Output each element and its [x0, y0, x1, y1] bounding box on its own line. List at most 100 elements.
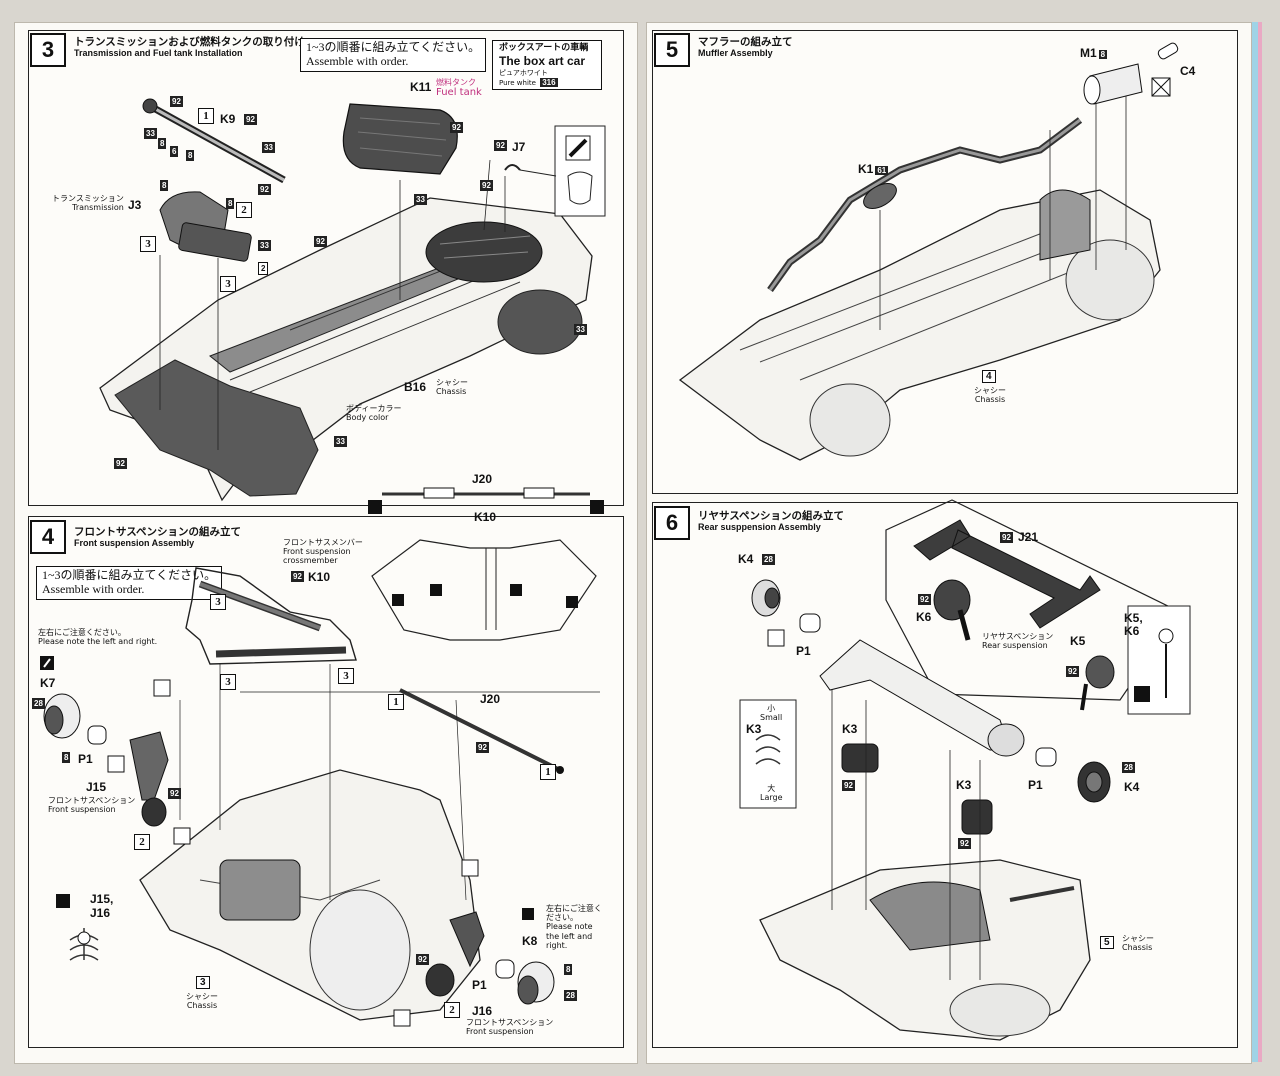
- step6-chassis-label: シャシー Chassis: [1122, 934, 1154, 952]
- step4-j20b-label: J20: [480, 692, 501, 706]
- step5-chassis-ref: 4: [982, 370, 996, 383]
- step6-k4b-label: K4: [1124, 780, 1140, 794]
- step3-title-jp: トランスミッションおよび燃料タンクの取り付け: [74, 36, 305, 48]
- step4-j15-label: J15: [86, 780, 107, 794]
- c4-pipe: [1157, 42, 1179, 60]
- step4-chassis-label: シャシー Chassis: [186, 992, 218, 1010]
- step3-code: 92: [480, 180, 493, 191]
- step4-ref-1a: 1: [388, 694, 404, 710]
- step4-k8-label: K8: [522, 934, 538, 948]
- step4-ref-1b: 1: [540, 764, 556, 780]
- step4-ref-2b: 2: [444, 1002, 460, 1018]
- boxart-color-row: Pure white 316: [499, 78, 595, 88]
- step3-code: 92: [450, 122, 463, 133]
- frontsusp-en: Front suspension: [48, 805, 116, 815]
- step6-k3a-label: K3: [746, 722, 762, 736]
- step6-code: 28: [762, 554, 775, 565]
- step6-k4a-label: K4: [738, 552, 754, 566]
- boxart-color-jp: ピュアホワイト: [499, 69, 548, 78]
- spring-large-label: 大 Large: [760, 784, 783, 802]
- step3-code: 33: [574, 324, 587, 335]
- j15-detail-icon: [56, 894, 70, 908]
- step3-fueltank-label: K11: [410, 80, 432, 94]
- step3-code: 92: [258, 184, 271, 195]
- step4-ref-3a: 3: [210, 594, 226, 610]
- j21-detail-frame: [885, 499, 1181, 701]
- step4-code: 8: [62, 752, 71, 763]
- step3-j3-label: J3: [128, 198, 142, 212]
- step3-fueltank-desc: 燃料タンク Fuel tank: [436, 78, 482, 99]
- step6-title-en: Rear susppension Assembly: [698, 522, 821, 532]
- step3-code: 33: [258, 240, 271, 251]
- step4-k10-label: K10: [308, 570, 331, 584]
- step3-code: 8: [186, 150, 195, 161]
- boxart-color-code: 316: [540, 78, 558, 88]
- step3-ref-2: 2: [236, 202, 252, 218]
- step3-order-note: 1~3の順番に組み立てください。 Assemble with order.: [300, 38, 487, 72]
- fuel-tank-installed: [425, 221, 543, 283]
- step6-rear-arch: [949, 983, 1051, 1037]
- step4-code: 28: [564, 990, 577, 1001]
- step4-code: 92: [291, 571, 304, 582]
- large-en: Large: [760, 793, 783, 803]
- step6-title-jp: リヤサスペンションの組み立て: [698, 510, 845, 522]
- step3-ref-3b: 3: [220, 276, 236, 292]
- step4-caution2: 左右にご注意ください。 Please note the left and rig…: [546, 904, 606, 950]
- step3-code: 92: [494, 140, 507, 151]
- step4-j20a-label: J20: [472, 472, 493, 486]
- step3-transmission-label: トランスミッション Transmission: [52, 194, 124, 212]
- step4-frontsusp2-label: フロントサスペンション Front suspension: [466, 1018, 553, 1036]
- fueltank-en: Fuel tank: [436, 87, 482, 99]
- m1-text: M1: [1080, 46, 1097, 60]
- transmission-cover: [178, 222, 252, 262]
- step4-code: 92: [168, 788, 181, 799]
- step3-code: 92: [170, 96, 183, 107]
- step3-code: 33: [144, 128, 157, 139]
- boxart-color-en: Pure white: [499, 79, 536, 88]
- bodycolor-jp: ボディーカラー: [346, 404, 402, 413]
- step5-chassis-jp: シャシー: [974, 386, 1006, 395]
- frontsusp-jp: フロントサスペンション: [48, 796, 136, 805]
- rearsusp-en: Rear suspension: [982, 641, 1048, 651]
- step4-j16-label: J16: [472, 1004, 493, 1018]
- step4-note-jp: 1~3の順番に組み立てください。: [42, 568, 217, 582]
- transmission-jp: トランスミッション: [52, 194, 124, 203]
- spring-detail-box: [739, 699, 797, 809]
- step3-code: 8: [158, 138, 167, 149]
- caution2-jp: 左右にご注意ください。: [546, 904, 602, 923]
- step6-p1b-label: P1: [1028, 778, 1043, 792]
- step5-title-en: Muffler Assembly: [698, 48, 773, 58]
- step4-chassis-ref: 3: [196, 976, 210, 989]
- step5-title-jp: マフラーの組み立て: [698, 36, 793, 48]
- k10-detail-frame: [371, 539, 597, 641]
- step6-rearsusp-label: リヤサスペンション Rear suspension: [982, 632, 1053, 650]
- caution2-icon: [522, 908, 534, 920]
- fueltank-jp: 燃料タンク: [436, 78, 476, 87]
- page-edge-pink: [1258, 22, 1262, 1062]
- boxart-box: ボックスアートの車輌 The box art car ピュアホワイト Pure …: [492, 40, 602, 91]
- step3-j7-label: J7: [512, 140, 526, 154]
- step3-code: 6: [170, 146, 179, 157]
- caution2-en: Please note the left and right.: [546, 922, 593, 950]
- step6-code: 92: [918, 594, 931, 605]
- step3-note-jp: 1~3の順番に組み立てください。: [306, 40, 481, 54]
- step3-rear-wheelarch: [497, 289, 583, 355]
- page-edge-blue: [1252, 22, 1258, 1062]
- k6-bracket: [933, 579, 971, 621]
- boxart-jp: ボックスアートの車輌: [499, 43, 589, 53]
- j15-strut: [129, 731, 169, 801]
- boxart-en: The box art car: [499, 54, 586, 69]
- crossmember-en: Front suspension crossmember: [283, 547, 351, 566]
- step6-code: 92: [842, 780, 855, 791]
- step4-caution: 左右にご注意ください。 Please note the left and rig…: [38, 628, 157, 646]
- step6-code: 92: [1066, 666, 1079, 677]
- step6-p1a-label: P1: [796, 644, 811, 658]
- step5-chassis-label: シャシー Chassis: [974, 386, 1006, 404]
- step4-number: 4: [30, 520, 66, 554]
- step3-chassis-dark: [114, 359, 319, 497]
